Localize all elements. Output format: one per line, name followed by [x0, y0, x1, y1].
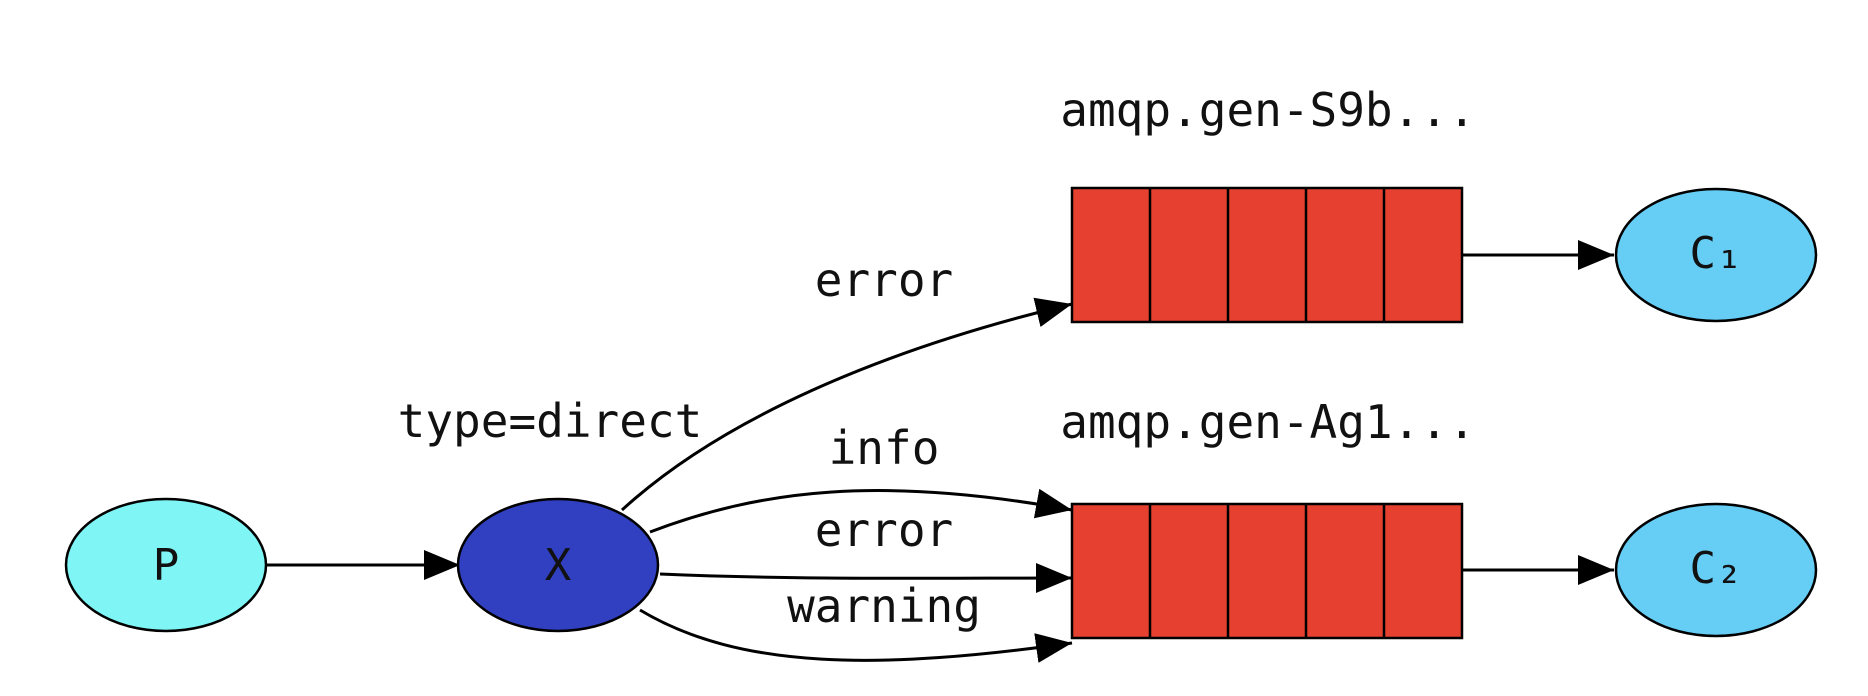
exchange-node: [456, 497, 660, 633]
consumer2-node: [1614, 502, 1818, 638]
edge-exchange-queue1: [620, 297, 1073, 512]
queue1: [1070, 186, 1464, 324]
queue2-label: amqp.gen-Ag1...: [1060, 395, 1475, 449]
producer-node: [64, 497, 268, 633]
consumer1-node: [1614, 187, 1818, 323]
consumer1-label: C₁: [1690, 228, 1743, 279]
exchange-label: X: [545, 540, 572, 591]
edge-label-queue2-error: error: [815, 503, 953, 557]
edge-label-queue1-error: error: [815, 253, 953, 307]
edge-exchange-queue2-error: [659, 563, 1073, 594]
edge-exchange-queue2-warning: [639, 608, 1073, 663]
queue2: [1070, 502, 1464, 640]
queue1-label: amqp.gen-S9b...: [1060, 83, 1475, 137]
producer-label: P: [153, 540, 180, 591]
edge-label-queue2-info: info: [829, 421, 940, 475]
edge-label-queue2-warning: warning: [787, 579, 981, 633]
edge-exchange-queue2-info: [649, 488, 1073, 534]
consumer2-label: C₂: [1690, 543, 1743, 594]
exchange-type-label: type=direct: [398, 394, 703, 448]
